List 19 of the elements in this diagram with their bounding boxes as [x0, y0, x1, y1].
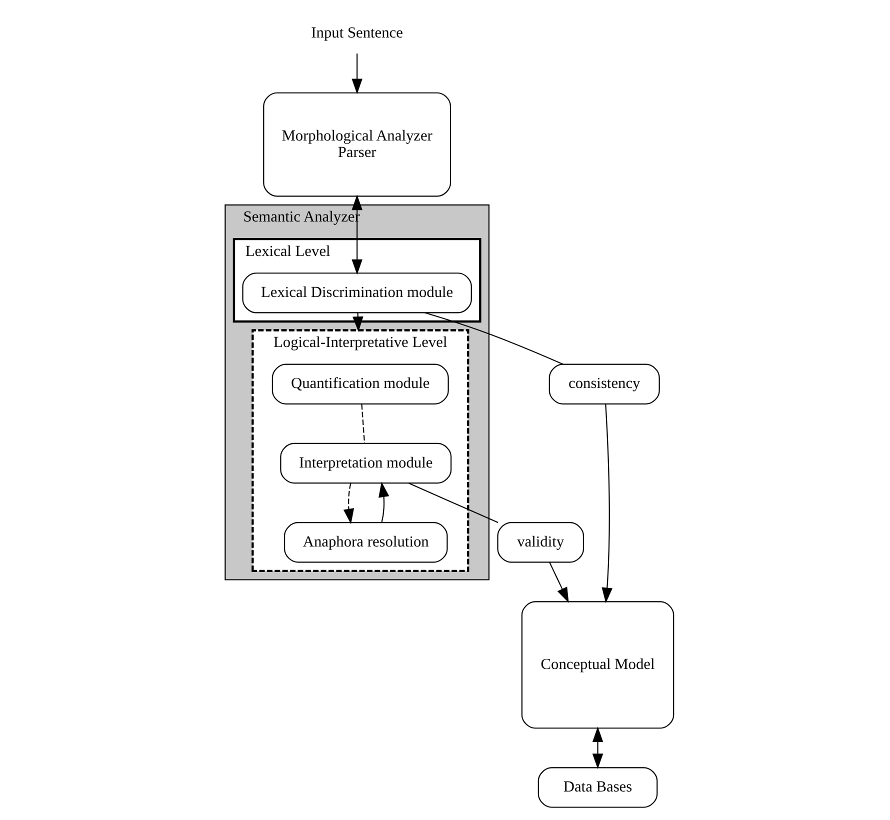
arrow — [602, 403, 612, 603]
node-box: Data Bases — [538, 766, 658, 808]
node-box: consistency — [548, 363, 660, 404]
node-box: Quantification module — [272, 363, 449, 404]
node-box: Morphological Analyzer Parser — [263, 92, 452, 196]
node-box: Lexical Discrimination module — [242, 272, 472, 313]
node-box: Anaphora resolution — [284, 522, 448, 562]
node-box: Interpretation module — [280, 442, 452, 484]
node-text: Input Sentence — [311, 24, 403, 42]
node-box: Conceptual Model — [521, 600, 674, 728]
arrow — [343, 482, 354, 524]
node-box: validity — [497, 522, 584, 562]
arrow — [352, 53, 362, 94]
arrow — [352, 194, 362, 274]
connector — [408, 482, 498, 523]
connector — [361, 404, 366, 443]
arrow — [549, 562, 569, 602]
arrow — [378, 481, 390, 522]
arrow — [592, 726, 604, 768]
